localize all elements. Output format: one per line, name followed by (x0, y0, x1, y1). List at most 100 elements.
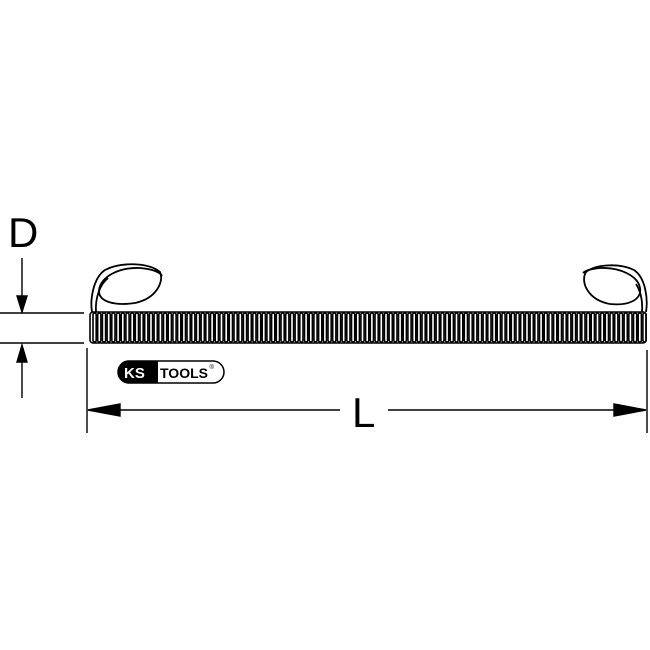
spring-coil (374, 312, 380, 343)
spring-coil (280, 312, 286, 343)
spring-coil (388, 312, 394, 343)
spring-coil (270, 312, 276, 343)
spring-coil (552, 312, 558, 343)
spring-coil (289, 312, 295, 343)
logo-tools-text: TOOLS (160, 365, 208, 381)
spring-coil (96, 312, 102, 343)
spring-coil (505, 312, 511, 343)
spring-coil (411, 312, 417, 343)
spring-coil (468, 312, 474, 343)
spring-coil (407, 312, 412, 343)
spring-coil (364, 312, 370, 343)
spring-coil (627, 312, 633, 343)
spring-coil (106, 312, 112, 343)
right-hook-loop (582, 264, 648, 313)
spring-coil (355, 312, 361, 343)
arrow-right-icon (613, 403, 647, 417)
spring-coil (298, 312, 304, 343)
spring-coil (435, 312, 441, 343)
spring-coil (200, 312, 206, 343)
spring-coil (214, 312, 220, 343)
spring-coil (458, 312, 464, 343)
spring-coil (383, 312, 389, 343)
spring-coil (327, 312, 333, 343)
arrow-down-icon (16, 295, 28, 315)
spring-coil (557, 312, 563, 343)
spring-coil (360, 312, 365, 343)
spring-coil (237, 312, 243, 343)
spring-coil (162, 312, 168, 343)
spring-coil (195, 312, 201, 343)
spring-coil (449, 312, 455, 343)
spring-coil (515, 312, 521, 343)
spring-coil (317, 312, 323, 343)
spring-coil (256, 312, 262, 343)
left-hook-loop (90, 263, 163, 313)
spring-coil (613, 312, 619, 343)
spring-coil (228, 312, 234, 343)
spring-coil (233, 312, 239, 343)
logo-registered: ® (210, 364, 215, 371)
spring-coils (92, 312, 647, 343)
spring-coil (392, 312, 398, 343)
spring-coil (632, 312, 638, 343)
spring-coil (519, 312, 525, 343)
spring-coil (421, 312, 427, 343)
spring-coil (101, 312, 107, 343)
spring-coil (604, 312, 610, 343)
spring-coil (252, 312, 257, 343)
spring-coil (472, 312, 478, 343)
length-label: L (352, 389, 376, 436)
spring-coil (524, 312, 530, 343)
spring-coil (529, 312, 535, 343)
spring-coil (284, 312, 290, 343)
spring-coil (637, 312, 643, 343)
spring-coil (425, 312, 431, 343)
spring-coil (585, 312, 591, 343)
spring-coil (501, 312, 506, 343)
spring-coil (618, 312, 624, 343)
spring-coil (322, 312, 328, 343)
spring-coil (92, 312, 98, 343)
spring-coil (369, 312, 375, 343)
spring-coil (120, 312, 126, 343)
spring-coil (134, 312, 140, 343)
spring-coil (491, 312, 497, 343)
spring-coil (176, 312, 182, 343)
spring-coil (397, 312, 403, 343)
spring-coil (482, 312, 488, 343)
spring-coil (172, 312, 177, 343)
spring-coil (538, 312, 544, 343)
ks-tools-logo: KS TOOLS ® (117, 360, 225, 384)
spring-coil (186, 312, 192, 343)
spring-coil (242, 312, 248, 343)
spring-coil (609, 312, 615, 343)
spring-coil (533, 312, 539, 343)
spring-coil (350, 312, 356, 343)
spring-coil (115, 312, 121, 343)
spring-coil (294, 312, 300, 343)
spring-coil (477, 312, 483, 343)
spring-coil (205, 312, 210, 343)
spring-coil (430, 312, 436, 343)
spring-coil (510, 312, 516, 343)
spring-coil (313, 312, 318, 343)
spring-coil (139, 312, 145, 343)
length-dimension (86, 348, 648, 433)
diameter-dimension (0, 258, 84, 398)
spring-coil (378, 312, 384, 343)
spring-coil (341, 312, 347, 343)
spring-coil (416, 312, 422, 343)
spring-coil (463, 312, 469, 343)
spring-coil (261, 312, 267, 343)
spring-coil (143, 312, 149, 343)
spring-coil (580, 312, 586, 343)
spring-coil (454, 312, 459, 343)
arrow-up-icon (16, 342, 28, 363)
spring-coil (576, 312, 582, 343)
spring-coil (590, 312, 596, 343)
spring-coil (303, 312, 309, 343)
spring-coil (153, 312, 159, 343)
